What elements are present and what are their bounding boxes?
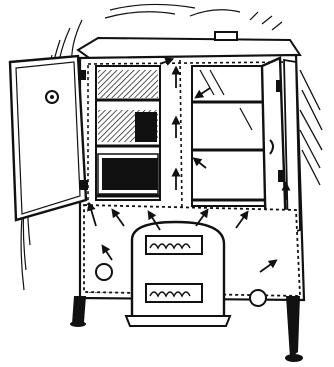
right-compartment: [192, 66, 266, 206]
door-knob-icon: [46, 91, 58, 103]
shadow-hatching-right: [300, 70, 322, 185]
heat-radiation-lines-top: [105, 4, 282, 30]
left-compartment: [96, 66, 160, 200]
left-door: [10, 56, 88, 220]
stove-burner: [126, 222, 230, 326]
